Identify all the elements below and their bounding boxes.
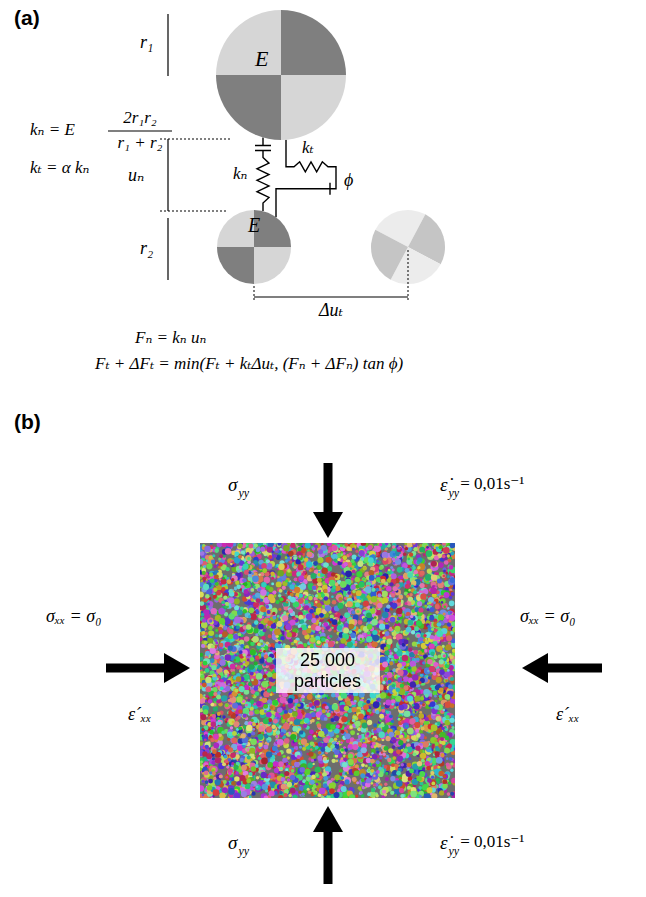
drawing-line — [254, 296, 408, 297]
modulus-label: E — [255, 46, 268, 72]
strain-label: ε´ₓₓ — [556, 704, 579, 725]
strain-rate-label: ε̇ — [440, 474, 448, 496]
drawing-path — [216, 10, 281, 75]
drawing-polygon — [313, 512, 343, 538]
strain-rate-subscript: yy — [449, 845, 460, 859]
stress-label: σₓₓ = σ₀ — [520, 606, 575, 627]
stress-subscript: yy — [238, 845, 249, 859]
drawing-line — [167, 139, 168, 211]
drawing-polygon — [522, 653, 548, 683]
drawing-line — [106, 664, 166, 673]
formula: 2r₁r₂ — [123, 108, 157, 128]
drawing-line — [108, 130, 172, 131]
stress-label: σ — [228, 832, 237, 854]
friction-angle: ϕ — [344, 170, 353, 191]
drawing-line — [167, 14, 168, 76]
drawing-line — [324, 830, 333, 884]
formula: kₙ = E — [30, 120, 75, 140]
dimension-label: r₁ — [140, 32, 153, 53]
drawing-polygon — [313, 806, 343, 832]
particle-circle: E — [217, 210, 291, 284]
stress-subscript: yy — [238, 487, 249, 501]
drawing-line — [160, 139, 232, 140]
drawing-line — [324, 463, 333, 514]
drawing-path — [281, 75, 346, 140]
dimension-label: Δuₜ — [319, 300, 343, 321]
spring-connector — [255, 137, 271, 211]
particle-sample: 25 000 particles — [200, 543, 455, 798]
stiffness-label: kₙ — [233, 164, 247, 184]
strain-rate-label: ε̇ — [440, 832, 448, 854]
dimension-label: r₂ — [140, 238, 153, 259]
stress-label: σₓₓ = σ₀ — [46, 606, 101, 627]
drawing-line — [167, 218, 168, 280]
drawing-line — [408, 250, 409, 300]
modulus-label: E — [248, 214, 260, 237]
drawing-line — [546, 664, 602, 673]
formula: r₁ + r₂ — [117, 133, 162, 153]
drawing-line — [160, 211, 226, 212]
panel-letter: (a) — [14, 6, 40, 30]
drawing-path — [281, 10, 346, 75]
dimension-label: uₙ — [128, 165, 144, 186]
particle-count: 25 000 particles — [276, 648, 380, 693]
equation: Fₙ = kₙ uₙ — [135, 328, 206, 348]
formula: kₜ = α kₙ — [30, 158, 89, 178]
strain-rate-value: = 0,01s⁻¹ — [460, 474, 524, 494]
equation: Fₜ + ΔFₜ = min(Fₜ + kₜΔuₜ, (Fₙ + ΔFₙ) ta… — [95, 354, 403, 374]
strain-rate-subscript: yy — [449, 487, 460, 501]
particle-shape — [216, 10, 346, 140]
strain-label: ε´ₓₓ — [128, 704, 151, 725]
stiffness-label: kₜ — [302, 138, 314, 158]
drawing-path — [254, 247, 291, 284]
drawing-polygon — [164, 653, 190, 683]
strain-rate-value: = 0,01s⁻¹ — [460, 832, 524, 852]
drawing-path — [216, 75, 281, 140]
drawing-path — [217, 247, 254, 284]
stress-label: σ — [228, 474, 237, 496]
drawing-path — [358, 230, 408, 280]
panel-letter: (b) — [14, 410, 41, 434]
particle-circle: E — [216, 10, 346, 140]
